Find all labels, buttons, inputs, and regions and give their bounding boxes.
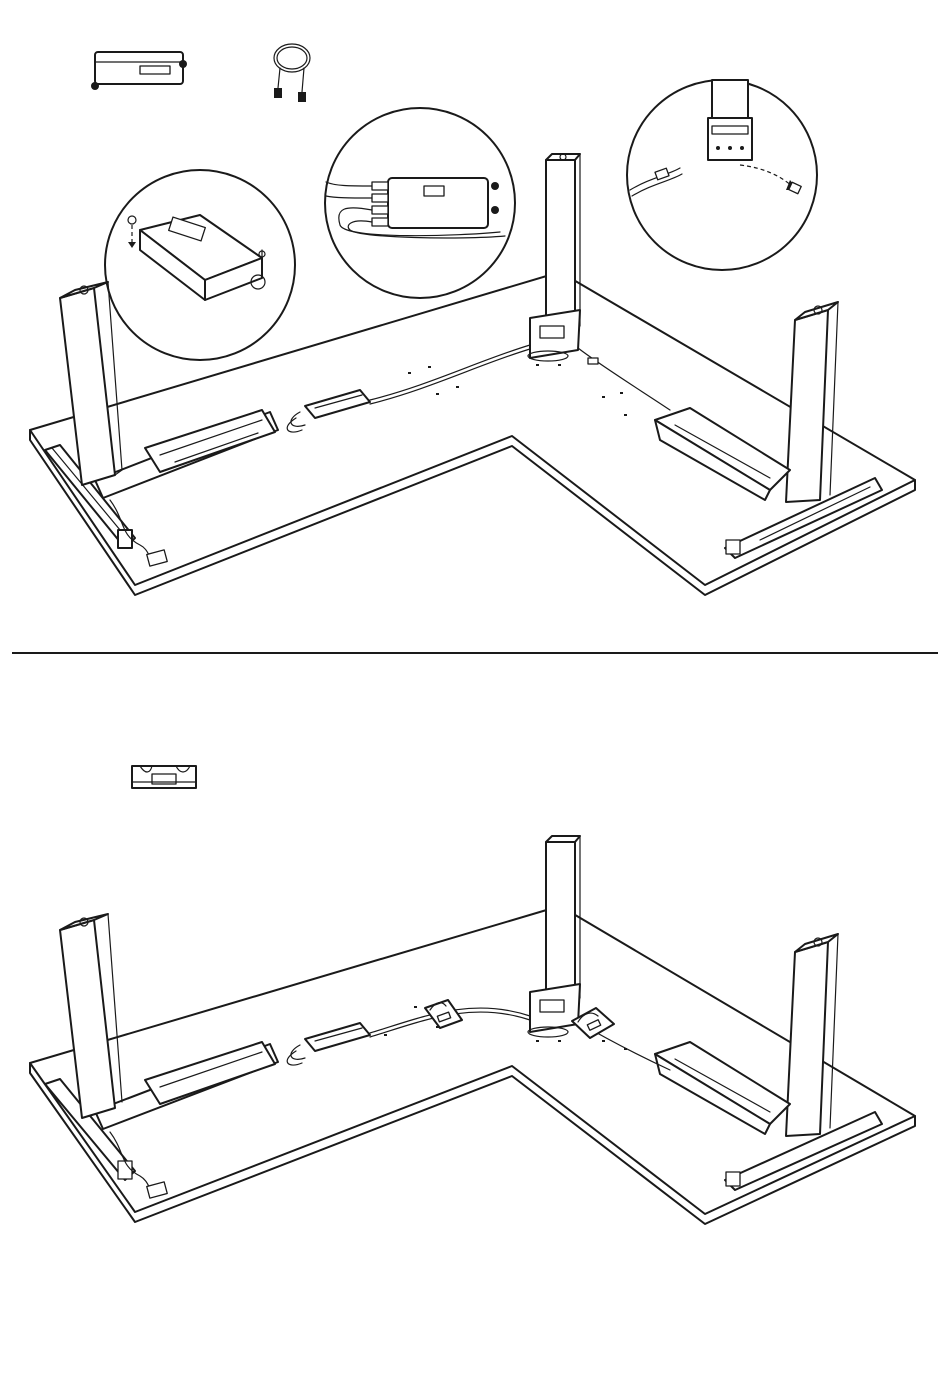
power-cable-part [274, 44, 310, 102]
leg-cable-plug-detail [627, 80, 817, 270]
step-bottom-illustration [0, 656, 950, 1378]
l-shaped-desktop [30, 272, 915, 595]
step-top-panel [0, 0, 950, 650]
screw-icon [128, 216, 136, 248]
cable-connection-detail [325, 108, 515, 298]
center-leg-column [528, 154, 580, 361]
cable-clip-part [132, 766, 196, 788]
arrow-icon [740, 165, 798, 190]
step-top-illustration [0, 0, 950, 650]
control-box-screw-detail [105, 170, 295, 360]
section-divider [12, 652, 938, 654]
l-shaped-desktop [30, 906, 915, 1224]
control-box-part [91, 52, 187, 90]
step-bottom-panel [0, 656, 950, 1378]
